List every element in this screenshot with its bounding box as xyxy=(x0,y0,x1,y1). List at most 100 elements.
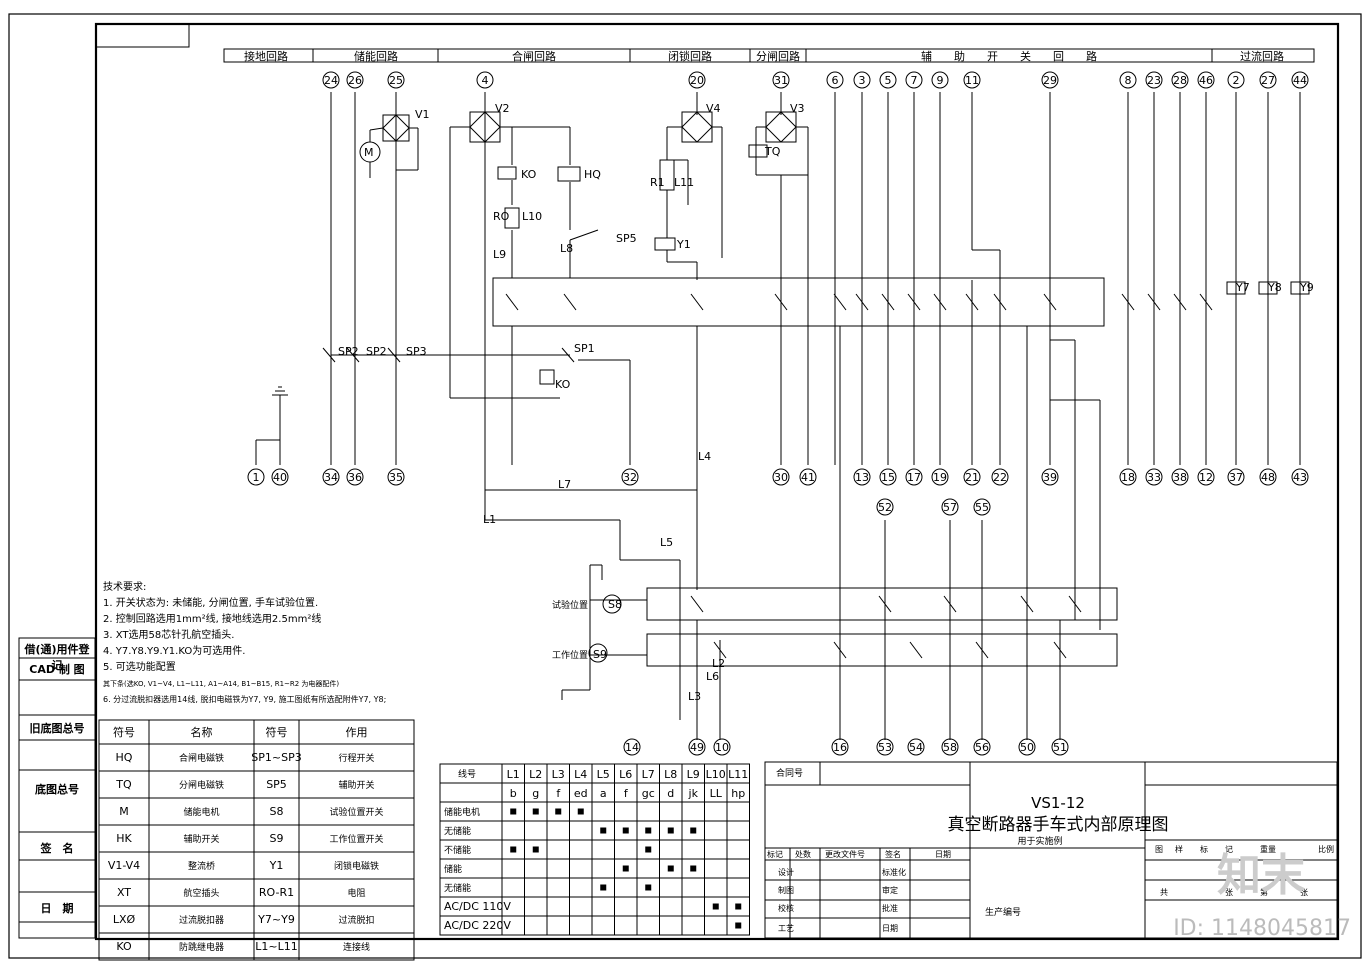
tb-field-10: 审定 xyxy=(882,885,898,895)
top-terminal-9-label: 9 xyxy=(937,74,944,87)
component-label-9: L9 xyxy=(493,248,506,261)
mid-terminals: 52 57 55 xyxy=(876,498,991,516)
travel-switch-2 xyxy=(387,347,401,363)
bottom-terminal-21: 21 xyxy=(963,468,981,486)
top-terminal-3-label: 3 xyxy=(859,74,866,87)
bottom-terminal-32-label: 32 xyxy=(623,471,637,484)
bottom2-terminal-54: 54 xyxy=(907,738,925,756)
symbol-cell-1-0: TQ xyxy=(115,778,132,791)
tb-model: VS1-12 xyxy=(1031,794,1085,812)
top-terminal-11-label: 11 xyxy=(965,74,979,87)
top-terminal-25-label: 25 xyxy=(389,74,403,87)
aux-contact-5 xyxy=(855,293,869,311)
config-row-3: 储能 xyxy=(444,863,462,875)
tb-right-field-8: 第 xyxy=(1260,887,1268,897)
tb-right-field-4: 重量 xyxy=(1260,844,1276,854)
side-label-sign: 签 名 xyxy=(40,842,74,855)
s8-circle xyxy=(602,594,622,614)
bottom-terminal-41-label: 41 xyxy=(801,471,815,484)
bottom-terminal-34: 34 xyxy=(322,468,340,486)
component-label-6: HQ xyxy=(584,168,601,181)
top-terminal-46: 46 xyxy=(1197,71,1215,89)
symbol-cell-0-3: 行程开关 xyxy=(338,752,374,764)
bottom-terminal-17: 17 xyxy=(905,468,923,486)
mid-terminal-52-label: 52 xyxy=(878,501,892,514)
tb-title: 真空断路器手车式内部原理图 xyxy=(948,815,1169,835)
bottom-terminal-15-label: 15 xyxy=(881,471,895,484)
component-label-11: SP5 xyxy=(616,232,637,245)
header-grounding: 接地回路 xyxy=(244,50,288,63)
aux-contact-9 xyxy=(965,293,979,311)
config-col-0: L1 xyxy=(507,768,520,781)
aux-contact-11 xyxy=(1043,293,1057,311)
header-bar: 接地回路 储能回路 合闸回路 闭锁回路 分闸回路 辅 助 开 关 回 路 过流回… xyxy=(223,48,1315,63)
test-pos-contact-0 xyxy=(690,595,704,613)
tb-field-12: 日期 xyxy=(882,924,898,933)
travel-switch-1 xyxy=(346,347,360,363)
component-label-8: L10 xyxy=(522,210,542,223)
technical-notes: 技术要求: 1. 开关状态为: 未储能, 分闸位置, 手车试验位置. 2. 控制… xyxy=(103,580,413,708)
test-pos-contact-4 xyxy=(1068,595,1082,613)
config-mark-17 xyxy=(712,903,719,910)
symbol-cell-3-0: HK xyxy=(116,832,132,845)
symbol-cell-2-0: M xyxy=(119,805,129,818)
aux-contact-13 xyxy=(1147,293,1161,311)
tb-right-field-2: 标 xyxy=(1200,844,1208,854)
config-sub-7: d xyxy=(667,787,674,800)
symbol-cell-0-1: 合闸电磁铁 xyxy=(179,752,224,764)
side-label-base: 底图总号 xyxy=(35,783,79,796)
config-sub-0: b xyxy=(510,787,517,800)
config-sub-9: LL xyxy=(710,787,723,800)
config-mark-6 xyxy=(645,827,652,834)
config-mark-12 xyxy=(622,865,629,872)
bottom-terminal-43: 43 xyxy=(1291,468,1309,486)
config-row-4: 无储能 xyxy=(444,882,471,894)
config-row-6: AC/DC 220V xyxy=(444,919,511,932)
top-terminal-20-label: 20 xyxy=(690,74,704,87)
bottom-terminal-37-label: 37 xyxy=(1229,471,1243,484)
component-label-21: L7 xyxy=(558,478,571,491)
header-overcurrent: 过流回路 xyxy=(1240,49,1284,63)
bottom-terminal-43-label: 43 xyxy=(1293,471,1307,484)
top-terminal-5: 5 xyxy=(879,71,897,89)
travel-switch-0 xyxy=(322,347,336,363)
bottom-terminal-18: 18 xyxy=(1119,468,1137,486)
aux-contact-0 xyxy=(505,293,519,311)
top-terminal-29-label: 29 xyxy=(1043,74,1057,87)
top-terminal-4: 4 xyxy=(476,71,494,89)
bottom-terminal-22-label: 22 xyxy=(993,471,1007,484)
top-terminal-46-label: 46 xyxy=(1199,74,1213,87)
bottom2-terminal-56-label: 56 xyxy=(975,741,989,754)
top-terminal-28: 28 xyxy=(1171,71,1189,89)
component-label-25: L2 xyxy=(712,657,725,670)
bottom2-terminal-16-label: 16 xyxy=(833,741,847,754)
bottom-terminal-36: 36 xyxy=(346,468,364,486)
mid-terminal-57: 57 xyxy=(941,498,959,516)
tb-factory: 生产编号 xyxy=(985,906,1021,918)
symbol-cell-4-1: 整流桥 xyxy=(188,860,215,872)
bottom2-terminal-10: 10 xyxy=(713,738,731,756)
symbol-cell-4-2: Y1 xyxy=(269,859,284,872)
tb-field-7: 校核 xyxy=(778,903,794,913)
work-pos-contact-4 xyxy=(1053,641,1067,659)
config-mark-7 xyxy=(667,827,674,834)
note-4: 4. Y7.Y8.Y9.Y1.KO为可选用件. xyxy=(103,646,246,657)
tb-right-field-7: 张 xyxy=(1225,888,1233,897)
mid-terminal-55-label: 55 xyxy=(975,501,989,514)
config-col-5: L6 xyxy=(619,768,632,781)
bottom2-terminal-49: 49 xyxy=(688,738,706,756)
travel-switch-3 xyxy=(561,347,575,363)
mid-terminal-57-label: 57 xyxy=(943,501,957,514)
bottom2-terminal-49-label: 49 xyxy=(690,741,704,754)
bottom-terminal-48-label: 48 xyxy=(1261,471,1275,484)
config-mark-16 xyxy=(645,884,652,891)
side-label-old: 旧底图总号 xyxy=(29,722,85,735)
tb-field-2: 更改文件号 xyxy=(825,849,865,859)
config-mark-11 xyxy=(645,846,652,853)
symbol-cell-3-3: 工作位置开关 xyxy=(329,833,383,845)
header-open: 分闸回路 xyxy=(756,50,800,63)
